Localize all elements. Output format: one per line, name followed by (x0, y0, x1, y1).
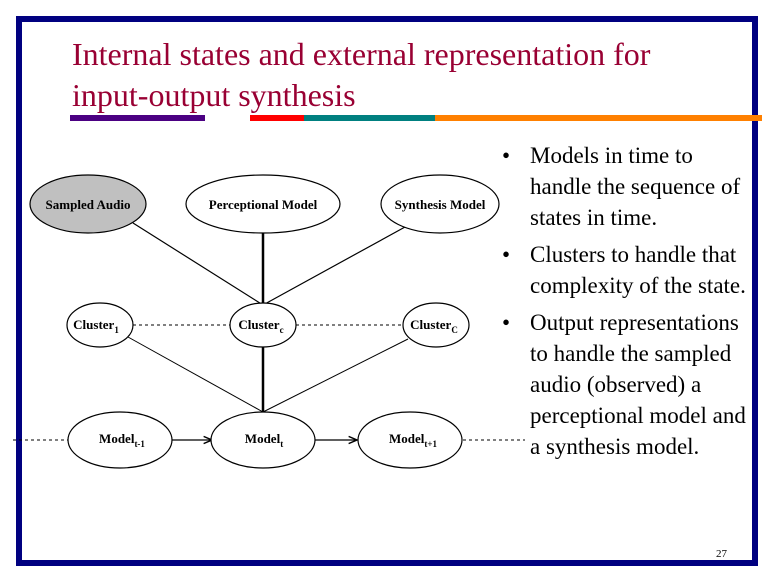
node-perceptional-model: Perceptional Model (185, 174, 341, 234)
page-number: 27 (716, 548, 727, 560)
node-synthesis-model: Synthesis Model (380, 174, 500, 234)
node-synthesis-model-label: Synthesis Model (395, 197, 486, 212)
node-cluster-c-label: Cluster (238, 317, 279, 332)
bullet-text: Clusters to handle that complexity of th… (530, 242, 746, 298)
bullet-icon: • (502, 143, 511, 168)
node-cluster-1-label: Cluster (73, 317, 114, 332)
bullet-icon: • (502, 242, 511, 267)
edge-synthesis-to-cluster-c (262, 226, 406, 306)
bullet-item: • Clusters to handle that complexity of … (500, 239, 750, 301)
node-cluster-c: Clusterc (229, 302, 297, 348)
node-model-t-1-subscript: t-1 (134, 439, 145, 449)
node-model-t-1: Modelt-1 (67, 411, 173, 469)
node-model-t+1: Modelt+1 (357, 411, 463, 469)
node-model-t-1-label: Model (99, 431, 135, 446)
slide-frame (16, 16, 758, 566)
bullet-text: Models in time to handle the sequence of… (530, 143, 741, 230)
node-model-t+1-label: Model (389, 431, 425, 446)
svg-text:Modelt-1: Modelt-1 (99, 431, 145, 449)
node-perceptional-model-label: Perceptional Model (209, 197, 318, 212)
bullet-item: • Models in time to handle the sequence … (500, 140, 750, 233)
bullet-item: • Output representations to handle the s… (500, 307, 750, 462)
node-sampled-audio: Sampled Audio (29, 174, 147, 234)
bullet-list: • Models in time to handle the sequence … (500, 140, 750, 468)
node-cluster-c-subscript: c (280, 325, 284, 335)
node-cluster-1: Cluster1 (66, 302, 134, 348)
node-cluster-C: ClusterC (402, 302, 470, 348)
node-cluster-C-subscript: C (451, 325, 458, 335)
node-sampled-audio-label: Sampled Audio (46, 197, 131, 212)
accent-bar-orange (435, 115, 762, 121)
edge-cluster-C-to-model-t (262, 338, 409, 413)
bullet-text: Output representations to handle the sam… (530, 310, 746, 459)
node-model-t: Modelt (210, 411, 316, 469)
edge-cluster-1-to-model-t (127, 336, 264, 413)
edge-sampled-audio-to-cluster-c (132, 222, 264, 306)
accent-bar-purple (70, 115, 205, 121)
node-model-t+1-subscript: t+1 (424, 439, 437, 449)
svg-text:Modelt: Modelt (245, 431, 283, 449)
svg-text:Cluster1: Cluster1 (73, 317, 119, 335)
node-cluster-1-subscript: 1 (114, 325, 119, 335)
accent-bar-teal (304, 115, 435, 121)
bullet-icon: • (502, 310, 511, 335)
node-cluster-C-label: Cluster (410, 317, 451, 332)
svg-text:Clusterc: Clusterc (238, 317, 283, 335)
svg-text:Modelt+1: Modelt+1 (389, 431, 438, 449)
node-model-t-label: Model (245, 431, 281, 446)
svg-text:ClusterC: ClusterC (410, 317, 458, 335)
title-line-1: Internal states and external representat… (72, 36, 651, 72)
slide-title: Internal states and external representat… (72, 34, 650, 116)
accent-bar-red (250, 115, 304, 121)
node-model-t-subscript: t (280, 439, 283, 449)
title-line-2: input-output synthesis (72, 77, 356, 113)
